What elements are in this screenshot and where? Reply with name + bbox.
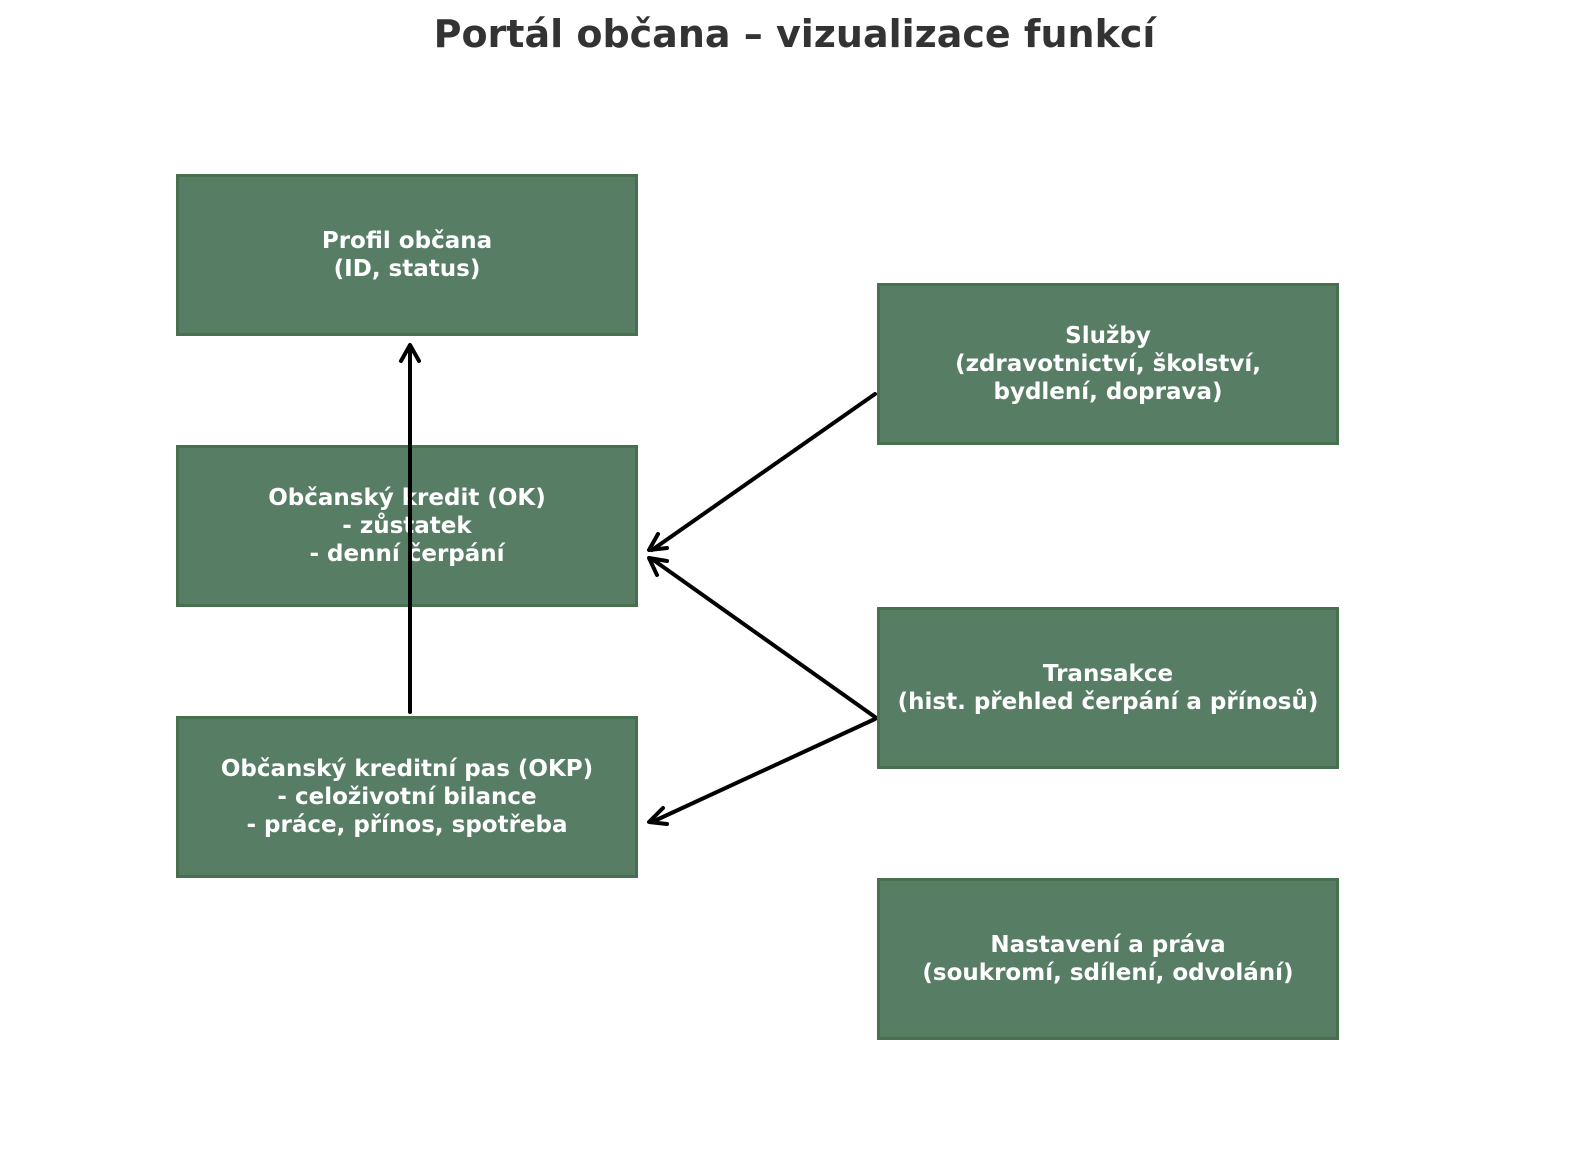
node-label-line: (zdravotnictví, školství, xyxy=(955,351,1261,377)
node-label-line: Nastavení a práva xyxy=(990,932,1226,958)
edge-transakce-to-kredit xyxy=(647,556,877,719)
node-kreditni-pas: Občanský kreditní pas (OKP) - celoživotn… xyxy=(176,716,638,878)
node-label-line: - práce, přínos, spotřeba xyxy=(246,812,568,838)
node-label-line: bydlení, doprava) xyxy=(993,379,1223,405)
node-label-line: (hist. přehled čerpání a přínosů) xyxy=(897,689,1319,715)
node-label-line: - celoživotní bilance xyxy=(277,784,537,810)
edge-transakce-to-pas xyxy=(647,717,877,826)
node-nastaveni-a-prava: Nastavení a práva (soukromí, sdílení, od… xyxy=(877,878,1339,1040)
node-label-line: Profil občana xyxy=(321,228,493,254)
node-label-line: (soukromí, sdílení, odvolání) xyxy=(922,960,1294,986)
node-label-line: Občanský kreditní pas (OKP) xyxy=(220,756,594,782)
node-profil-obcana: Profil občana (ID, status) xyxy=(176,174,638,336)
node-obcansky-kredit: Občanský kredit (OK) - zůstatek - denní … xyxy=(176,445,638,607)
node-label-line: Služby xyxy=(1065,323,1151,349)
node-label-line: Transakce xyxy=(1042,661,1174,687)
node-label-line: Občanský kredit (OK) xyxy=(268,485,546,511)
diagram-title: Portál občana – vizualizace funkcí xyxy=(433,12,1156,56)
node-transakce: Transakce (hist. přehled čerpání a příno… xyxy=(877,607,1339,769)
node-label-line: - zůstatek xyxy=(342,513,472,539)
edge-sluzby-to-kredit xyxy=(647,392,877,552)
node-label-line: - denní čerpání xyxy=(309,541,505,567)
node-sluzby: Služby (zdravotnictví, školství, bydlení… xyxy=(877,283,1339,445)
node-label-line: (ID, status) xyxy=(333,256,481,282)
